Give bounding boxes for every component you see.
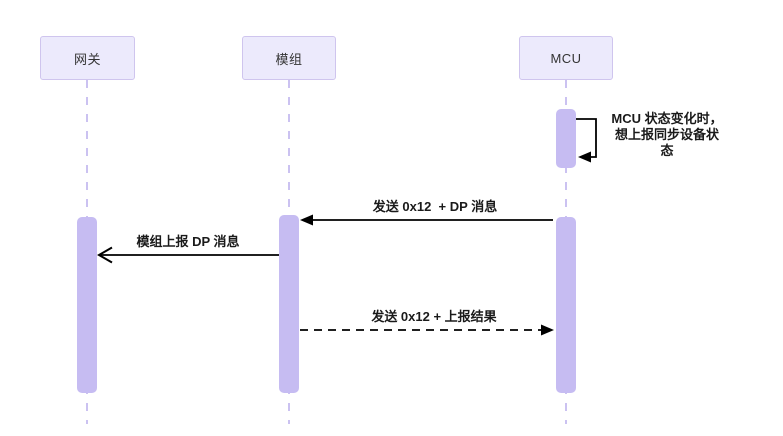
message-label-report-dp: 模组上报 DP 消息 [136,234,240,249]
message-arrow-send-dp [300,214,553,226]
activation-mcu-self [556,109,576,168]
self-note-label: MCU 状态变化时， 想上报同步设备状态 [611,111,723,158]
message-label-send-dp: 发送 0x12 + DP 消息 [372,199,498,214]
self-loop-arrow [576,118,597,163]
activation-mcu-main [556,217,576,393]
open-arrowhead-icon [96,246,113,264]
filled-arrowhead-icon [300,214,313,226]
participant-module-label: 模组 [275,51,303,67]
participant-gateway: 网关 [40,36,135,80]
filled-arrowhead-icon [541,324,554,336]
message-arrow-send-result [300,324,554,336]
activation-module [279,215,299,393]
participant-module: 模组 [242,36,336,80]
message-label-send-result: 发送 0x12 + 上报结果 [371,309,497,324]
participant-mcu: MCU [519,36,613,80]
message-arrow-report-dp [96,246,279,264]
participant-mcu-label: MCU [550,50,582,66]
self-loop-arrowhead-icon [578,151,591,163]
activation-gateway [77,217,97,393]
participant-gateway-label: 网关 [73,51,101,67]
